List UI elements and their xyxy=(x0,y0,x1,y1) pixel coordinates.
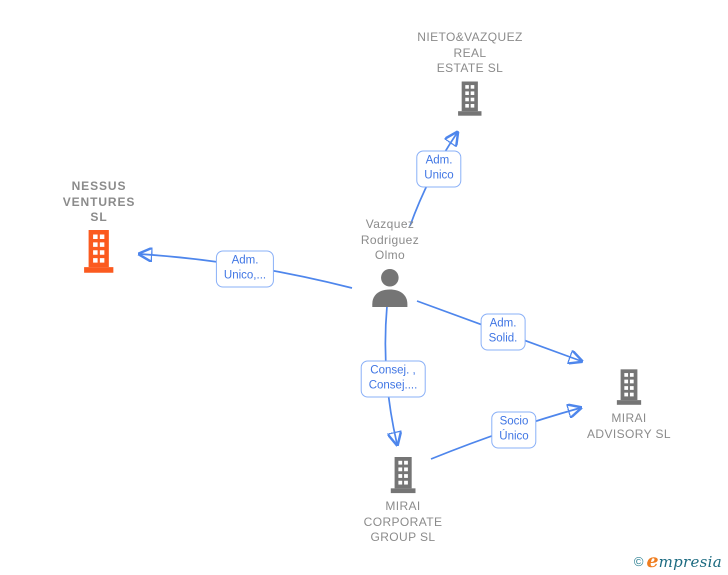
node-label-line: Vazquez xyxy=(365,217,415,231)
node-label-line: NIETO&VAZQUEZ xyxy=(417,30,523,44)
empresia-watermark: ©empresia xyxy=(634,550,722,572)
brand-initial: e xyxy=(646,550,659,572)
node-label-line: NESSUS xyxy=(71,179,127,193)
node-label-line: CORPORATE xyxy=(363,514,443,529)
edge-label-adm-unico-more[interactable]: Adm. Unico,... xyxy=(215,250,275,288)
edge-label-adm-unico[interactable]: Adm. Unico xyxy=(416,150,462,188)
building-icon xyxy=(82,229,116,275)
edge-label-line: Adm. xyxy=(489,317,517,330)
node-label-line: ESTATE SL xyxy=(436,61,504,75)
node-nessus-ventures[interactable]: NESSUS VENTURES SL xyxy=(63,179,136,275)
node-label-line: MIRAI xyxy=(385,499,421,513)
edge-label-consej[interactable]: Consej. , Consej.... xyxy=(360,360,426,398)
person-icon xyxy=(367,268,413,307)
node-label: Vazquez Rodriguez Olmo xyxy=(361,217,419,264)
building-icon xyxy=(615,369,643,407)
edge-label-line: Solid. xyxy=(488,332,518,345)
node-vazquez-rodriguez-olmo[interactable]: Vazquez Rodriguez Olmo xyxy=(361,217,419,307)
building-icon xyxy=(387,457,420,495)
node-label-line: Rodriguez xyxy=(360,232,420,247)
edge-label-line: Unico,... xyxy=(223,269,267,282)
edge-label-line: Adm. xyxy=(231,254,259,267)
edge-label-socio-unico[interactable]: Socio Único xyxy=(491,411,537,449)
edge-label-adm-solid[interactable]: Adm. Solid. xyxy=(480,313,526,351)
node-label-line: SL xyxy=(90,210,108,224)
copyright-icon: © xyxy=(633,554,644,569)
edge-label-line: Consej.... xyxy=(368,379,418,392)
edge-label-line: Unico xyxy=(424,169,454,182)
edge-label-line: Adm. xyxy=(425,154,453,167)
node-label-line: ADVISORY SL xyxy=(587,426,671,441)
node-label-line: MIRAI xyxy=(611,411,647,425)
brand-text: mpresia xyxy=(658,553,722,571)
node-mirai-corporate-group[interactable]: MIRAI CORPORATE GROUP SL xyxy=(364,457,443,546)
edge-label-line: Socio xyxy=(499,415,529,428)
node-label-line: Olmo xyxy=(374,248,406,262)
node-nieto-vazquez-real-estate[interactable]: NIETO&VAZQUEZ REAL ESTATE SL xyxy=(417,30,522,118)
edge-label-line: Consej. , xyxy=(370,364,416,377)
node-label: NESSUS VENTURES SL xyxy=(63,179,136,226)
node-label-line: GROUP SL xyxy=(370,530,436,544)
node-label-line: VENTURES xyxy=(62,194,136,209)
node-label: MIRAI ADVISORY SL xyxy=(587,411,671,442)
node-mirai-advisory[interactable]: MIRAI ADVISORY SL xyxy=(587,369,671,442)
edge-label-line: Único xyxy=(499,430,529,443)
node-label-line: REAL xyxy=(453,45,487,60)
node-label: MIRAI CORPORATE GROUP SL xyxy=(364,499,443,546)
node-label: NIETO&VAZQUEZ REAL ESTATE SL xyxy=(417,30,522,77)
building-icon xyxy=(457,81,484,118)
